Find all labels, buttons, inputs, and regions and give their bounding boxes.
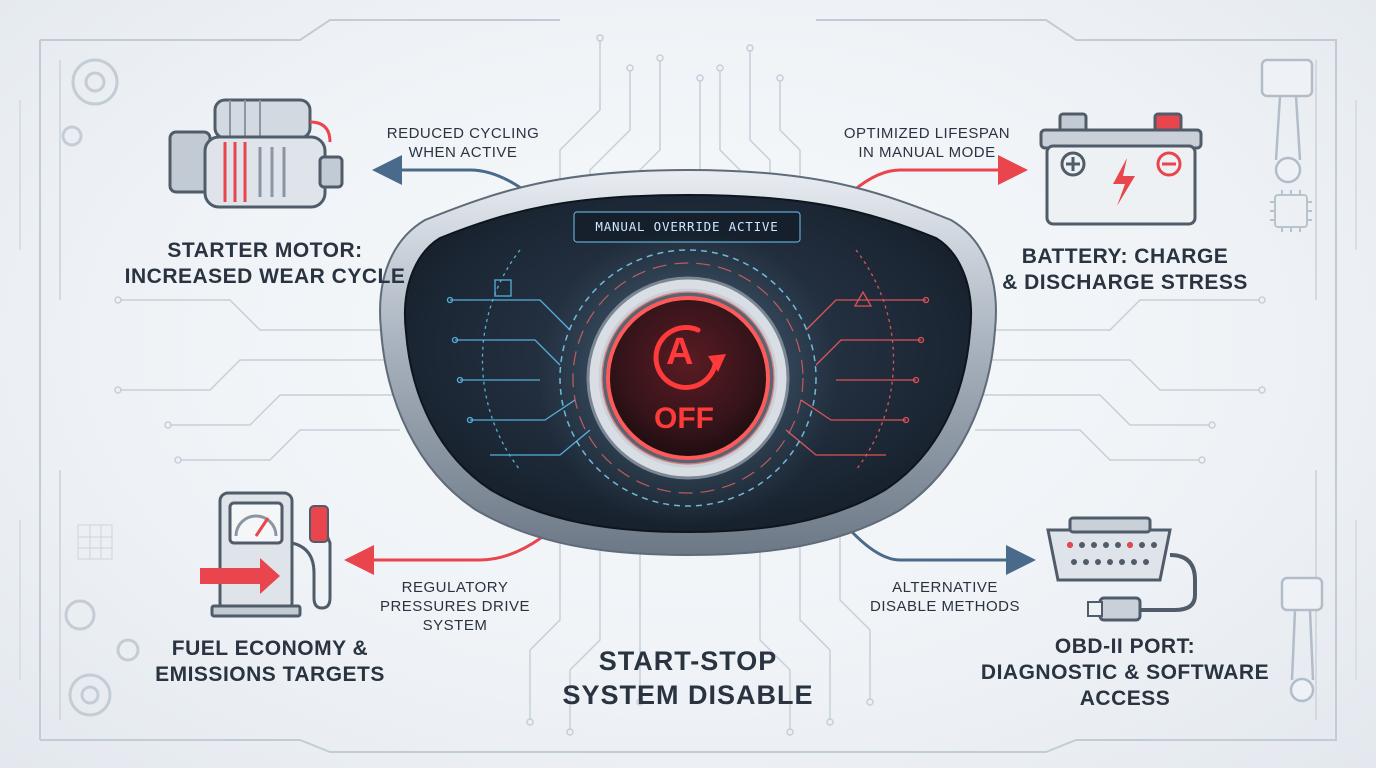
gear-icon (61, 58, 140, 717)
battery-label: BATTERY: CHARGE & DISCHARGE STRESS (1002, 245, 1248, 294)
obd-port-label: OBD-II PORT: DIAGNOSTIC & SOFTWARE ACCES… (980, 635, 1270, 710)
fuel-pump-icon (200, 491, 332, 618)
piston-icon (1260, 58, 1324, 703)
fuel-arrow-caption: REGULATORY PRESSURES DRIVE SYSTEM (379, 579, 531, 634)
dashboard-panel (379, 168, 997, 557)
button-symbol: A (666, 331, 694, 373)
off-button-label: OFF (654, 402, 714, 435)
starter-motor-label: STARTER MOTOR: INCREASED WEAR CYCLE (124, 239, 406, 288)
battery-arrow-caption: OPTIMIZED LIFESPAN IN MANUAL MODE (843, 125, 1011, 161)
outer-frame (19, 19, 1357, 753)
obd-arrow-caption: ALTERNATIVE DISABLE METHODS (869, 579, 1021, 615)
auto-stop-icon (653, 325, 726, 390)
diagram-title: START-STOP SYSTEM DISABLE (562, 646, 814, 710)
grid-decoration (77, 524, 113, 560)
fuel-economy-label: FUEL ECONOMY & EMISSIONS TARGETS (155, 637, 385, 686)
battery-icon (1039, 112, 1203, 226)
starter-arrow-caption: REDUCED CYCLING WHEN ACTIVE (386, 125, 540, 161)
obd-port-icon (1046, 516, 1197, 622)
chip-icon (1270, 190, 1312, 232)
starter-motor-icon (168, 98, 344, 209)
manual-override-banner: MANUAL OVERRIDE ACTIVE (595, 219, 779, 234)
